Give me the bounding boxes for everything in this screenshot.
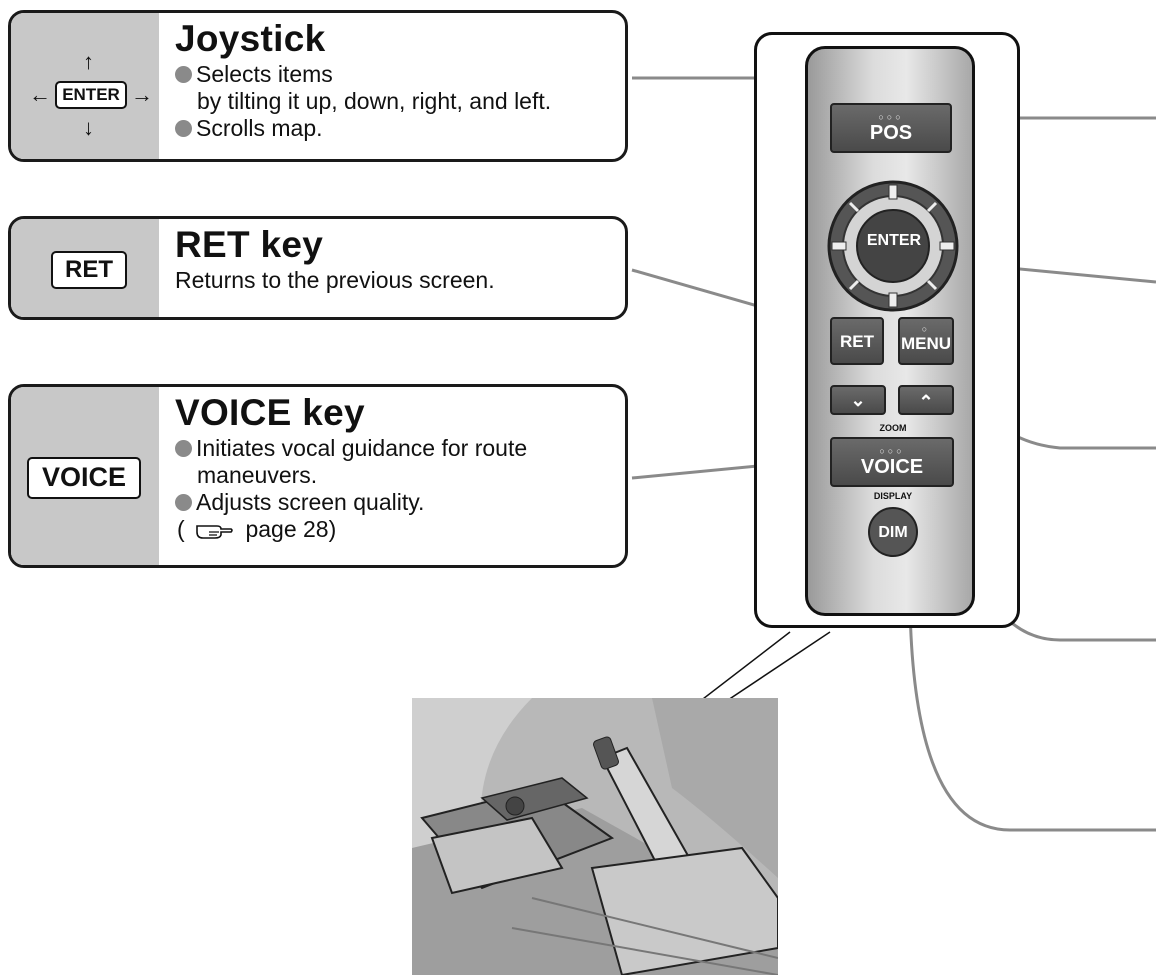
voice-line-3: Adjusts screen quality. xyxy=(196,489,425,515)
ret-desc: Returns to the previous screen. xyxy=(175,267,495,293)
joystick-line-2: by tilting it up, down, right, and left. xyxy=(197,88,552,114)
voice-label: VOICE xyxy=(860,456,924,478)
indicator-dots-icon: ○○○ xyxy=(879,446,905,456)
voice-paren: ( xyxy=(177,516,185,542)
console-drawing xyxy=(412,698,778,975)
car-console-illustration xyxy=(412,698,778,975)
bullet-icon xyxy=(175,494,192,511)
joystick-callout: ↑ ← ENTER → ↓ Joystick Selects items by … xyxy=(8,10,628,162)
bullet-icon xyxy=(175,120,192,137)
voice-side-panel: VOICE xyxy=(11,387,159,565)
voice-keycap: VOICE xyxy=(27,457,141,499)
menu-label: MENU xyxy=(900,334,952,353)
bullet-icon xyxy=(175,66,192,83)
voice-page-ref: page 28) xyxy=(245,516,337,542)
pos-label: POS xyxy=(869,122,913,144)
voice-callout: VOICE VOICE key Initiates vocal guidance… xyxy=(8,384,628,568)
zoom-out-button[interactable]: ⌄ xyxy=(830,385,886,415)
leader-dim xyxy=(908,559,1156,832)
chevron-down-icon: ⌄ xyxy=(850,390,866,410)
dim-button[interactable]: DIM xyxy=(868,507,918,557)
joystick-ring[interactable] xyxy=(826,179,960,313)
hand-pointer-icon xyxy=(196,525,233,539)
indicator-dots-icon: ○○○ xyxy=(878,112,904,122)
left-arrow-icon: ← xyxy=(29,82,51,107)
ret-keycap: RET xyxy=(51,251,127,289)
indicator-dot-icon: ○ xyxy=(921,324,931,334)
joystick-side-panel: ↑ ← ENTER → ↓ xyxy=(11,13,159,159)
voice-button[interactable]: ○○○ VOICE xyxy=(830,437,954,487)
display-label: DISPLAY xyxy=(873,491,913,501)
chevron-up-icon: ⌃ xyxy=(918,392,934,412)
pos-button[interactable]: ○○○ POS xyxy=(830,103,952,153)
ret-side-panel: RET xyxy=(11,219,159,317)
bullet-icon xyxy=(175,440,192,457)
zoom-label: ZOOM xyxy=(879,423,907,433)
joystick-line-3: Scrolls map. xyxy=(196,115,323,141)
zoom-in-button[interactable]: ⌃ xyxy=(898,385,954,415)
enter-button[interactable]: ENTER xyxy=(866,232,922,249)
enter-keycap: ENTER xyxy=(55,81,127,109)
menu-button[interactable]: ○ MENU xyxy=(898,317,954,365)
joystick-line-1: Selects items xyxy=(196,61,333,87)
voice-line-1: Initiates vocal guidance for route xyxy=(196,435,528,461)
down-arrow-icon: ↓ xyxy=(83,115,94,140)
ret-callout: RET RET key Returns to the previous scre… xyxy=(8,216,628,320)
remote-control: ○○○ POS ENTER RET ○ MENU ⌄ ⌃ ZOOM ○○○ VO… xyxy=(805,46,975,616)
voice-title: VOICE key xyxy=(175,392,365,433)
ret-title: RET key xyxy=(175,224,324,265)
joystick-diagram: ↑ ← ENTER → ↓ xyxy=(25,49,153,145)
ret-button[interactable]: RET xyxy=(830,317,884,365)
voice-line-2: maneuvers. xyxy=(197,462,318,488)
right-arrow-icon: → xyxy=(131,82,153,107)
joystick-title: Joystick xyxy=(175,18,326,59)
up-arrow-icon: ↑ xyxy=(83,49,94,74)
